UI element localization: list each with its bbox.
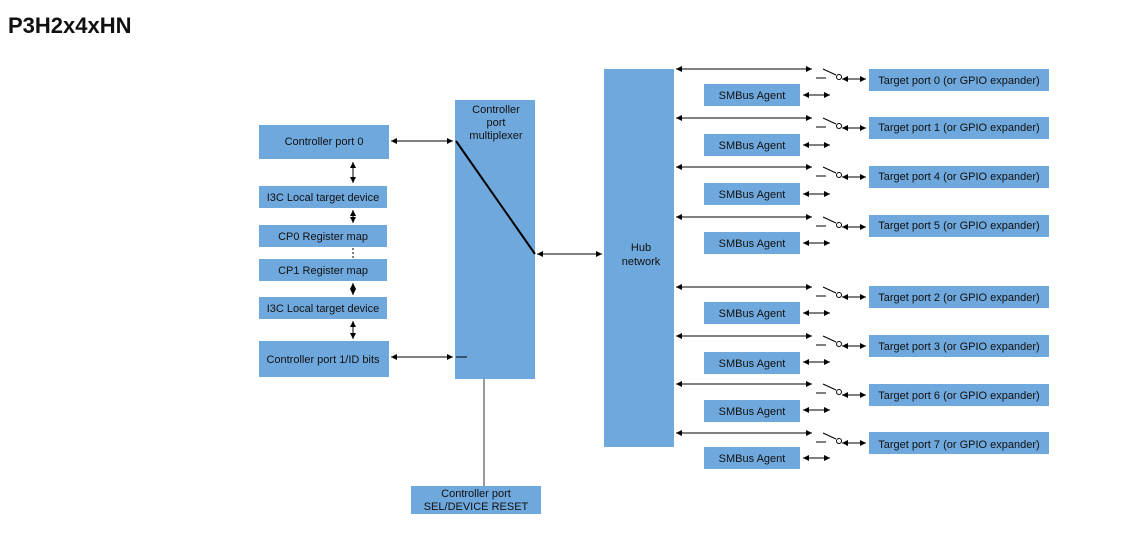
svg-text:CP1 Register map: CP1 Register map: [278, 265, 368, 277]
i3c-local-target-bottom-block: I3C Local target device: [259, 297, 387, 319]
smbus-agent-label: SMBus Agent: [719, 90, 786, 102]
target-port-box: [869, 215, 1049, 237]
svg-text:Controller port: Controller port: [441, 488, 511, 500]
target-port-label: Target port 5 (or GPIO expander): [878, 220, 1039, 232]
svg-text:I3C Local target device: I3C Local target device: [267, 303, 380, 315]
svg-text:I3C Local target device: I3C Local target device: [267, 192, 380, 204]
i3c-local-target-top-block: I3C Local target device: [259, 186, 387, 208]
target-row-2: Target port 2 (or GPIO expander) SMBus A…: [676, 284, 1049, 324]
svg-text:Controller port 0: Controller port 0: [285, 136, 364, 148]
svg-text:Controller: Controller: [472, 104, 520, 116]
target-port-box: [869, 432, 1049, 454]
page-title: P3H2x4xHN: [8, 13, 132, 38]
smbus-agent-box: [704, 232, 800, 254]
target-port-box: [869, 69, 1049, 91]
target-port-box: [869, 166, 1049, 188]
svg-text:CP0 Register map: CP0 Register map: [278, 231, 368, 243]
target-row-4: Target port 4 (or GPIO expander) SMBus A…: [676, 164, 1049, 205]
target-row-6: Target port 6 (or GPIO expander) SMBus A…: [676, 381, 1049, 422]
target-port-box: [869, 117, 1049, 139]
target-port-label: Target port 4 (or GPIO expander): [878, 171, 1039, 183]
controller-port-sel-reset-block: Controller port SEL/DEVICE RESET: [411, 486, 541, 514]
smbus-agent-box: [704, 400, 800, 422]
svg-text:Controller port 1/ID bits: Controller port 1/ID bits: [266, 354, 380, 366]
smbus-agent-box: [704, 352, 800, 374]
target-port-label: Target port 2 (or GPIO expander): [878, 292, 1039, 304]
smbus-agent-label: SMBus Agent: [719, 406, 786, 418]
svg-text:multiplexer: multiplexer: [469, 130, 523, 142]
hub-network-block: Hub network: [604, 69, 674, 447]
target-port-box: [869, 286, 1049, 308]
mux-switch-line: [455, 140, 536, 255]
target-row-1: Target port 1 (or GPIO expander) SMBus A…: [676, 115, 1049, 156]
target-row-5: Target port 5 (or GPIO expander) SMBus A…: [676, 214, 1049, 254]
target-port-box: [869, 384, 1049, 406]
smbus-agent-label: SMBus Agent: [719, 358, 786, 370]
smbus-agent-label: SMBus Agent: [719, 308, 786, 320]
cp0-register-map-block: CP0 Register map: [259, 225, 387, 247]
target-port-label: Target port 1 (or GPIO expander): [878, 122, 1039, 134]
controller-port-1-block: Controller port 1/ID bits: [259, 341, 389, 377]
smbus-agent-box: [704, 447, 800, 469]
smbus-agent-label: SMBus Agent: [719, 140, 786, 152]
target-row-7: Target port 7 (or GPIO expander) SMBus A…: [676, 430, 1049, 469]
smbus-agent-box: [704, 134, 800, 156]
svg-text:port: port: [487, 117, 506, 129]
smbus-agent-label: SMBus Agent: [719, 238, 786, 250]
smbus-agent-box: [704, 183, 800, 205]
smbus-agent-label: SMBus Agent: [719, 453, 786, 465]
target-port-label: Target port 3 (or GPIO expander): [878, 341, 1039, 353]
smbus-agent-label: SMBus Agent: [719, 189, 786, 201]
target-row-0: Target port 0 (or GPIO expander) SMBus A…: [676, 66, 1049, 106]
cp1-register-map-block: CP1 Register map: [259, 259, 387, 281]
svg-text:network: network: [622, 256, 661, 268]
target-port-box: [869, 335, 1049, 357]
controller-port-0-block: Controller port 0: [259, 125, 389, 159]
svg-text:SEL/DEVICE RESET: SEL/DEVICE RESET: [424, 501, 529, 513]
smbus-agent-box: [704, 302, 800, 324]
smbus-agent-box: [704, 84, 800, 106]
target-port-label: Target port 7 (or GPIO expander): [878, 439, 1039, 451]
svg-text:Hub: Hub: [631, 242, 651, 254]
controller-port-multiplexer-block: Controller port multiplexer: [455, 100, 535, 379]
target-row-3: Target port 3 (or GPIO expander) SMBus A…: [676, 333, 1049, 374]
target-port-label: Target port 6 (or GPIO expander): [878, 390, 1039, 402]
target-port-label: Target port 0 (or GPIO expander): [878, 75, 1039, 87]
